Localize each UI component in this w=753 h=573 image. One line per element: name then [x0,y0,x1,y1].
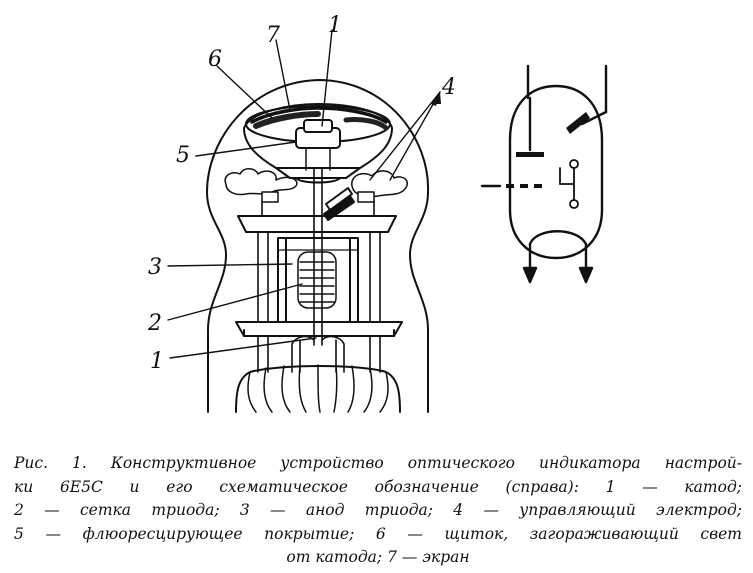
caption-line: 5 — флюоресцирующее покрытие; 6 — щиток,… [14,524,742,543]
label-4-arrowheads [431,92,441,106]
schematic-electrode-taps [559,159,579,209]
control-electrodes [323,187,355,221]
figure-labels: 6 7 1 5 4 3 2 1 [147,13,456,374]
schematic-cathode [528,230,588,246]
shield-cap [295,119,341,171]
tube-schematic-symbol [480,64,608,284]
label-2: 2 [147,311,162,336]
label-7: 7 [266,23,280,48]
caption-line: от катода; 7 — экран [286,548,470,566]
tube-construction-drawing [167,29,441,413]
label-6: 6 [208,47,222,72]
fluorescent-coating-band [224,168,408,203]
figure-caption: Рис. 1. Конструктивное устройство оптиче… [14,452,742,570]
label-4: 4 [441,75,456,100]
triode-grid [297,251,337,309]
label-3: 3 [148,255,162,280]
tube-diagram: 6 7 1 5 4 3 2 1 [147,13,608,413]
lead-wires [257,229,381,373]
leader-lines [167,29,441,359]
caption-line: 2 — сетка триода; 3 — анод триода; 4 — у… [14,501,742,519]
caption-line: Рис. 1. Конструктивное устройство оптиче… [14,454,742,472]
schematic-deflector [566,112,590,134]
support-rods [261,199,375,217]
label-1-top: 1 [328,13,342,38]
schematic-anode-bar [516,152,544,157]
label-5: 5 [176,143,190,168]
caption-line: ки 6Е5С и его схематическое обозначение … [14,477,742,496]
label-1-bottom: 1 [150,349,164,374]
tube-base [235,364,401,413]
glass-bulb [206,79,430,413]
